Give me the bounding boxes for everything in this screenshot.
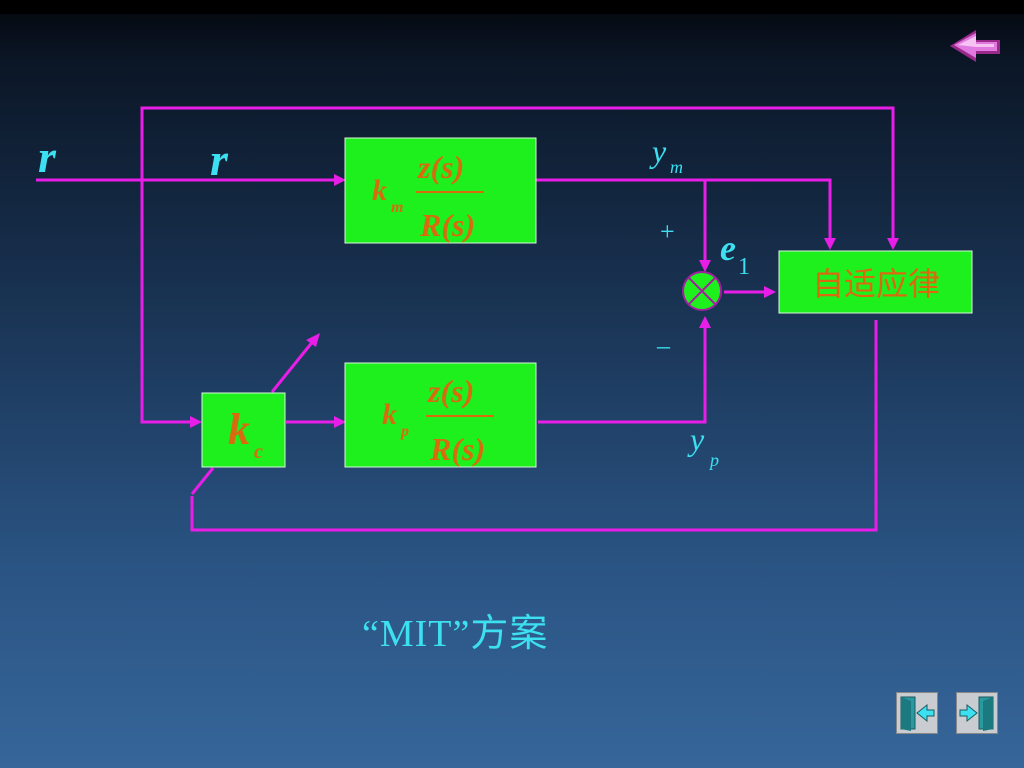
reference-model-gain-sub: m <box>391 199 403 216</box>
door-exit-left-icon <box>900 696 935 731</box>
top-bar <box>0 0 1024 14</box>
input-r-label: r <box>38 131 57 182</box>
yp-sub-label: p <box>708 450 719 470</box>
plant-denominator: R(s) <box>429 431 485 467</box>
ym-sub-label: m <box>670 157 683 177</box>
summing-junction-icon <box>682 271 722 311</box>
yp-label: y <box>687 421 705 457</box>
door-exit-right-icon <box>959 696 994 731</box>
adjustable-gain: k <box>228 405 250 454</box>
prev-slide-button[interactable] <box>896 692 938 734</box>
reference-model-denominator: R(s) <box>419 207 475 243</box>
diagram-caption: “MIT”方案 <box>362 613 549 655</box>
reference-model-gain: k <box>372 174 387 207</box>
plus-sign: + <box>660 217 675 246</box>
minus-sign: – <box>656 331 671 360</box>
plant-numerator: z(s) <box>427 373 474 409</box>
back-arrow-icon[interactable] <box>950 30 1000 62</box>
signal-wires <box>36 106 895 532</box>
plant-gain-sub: p <box>399 423 409 440</box>
reference-model-numerator: z(s) <box>417 149 464 185</box>
adaptation-law-label: 自适应律 <box>812 265 940 303</box>
ym-label: y <box>649 133 667 169</box>
model-input-r-label: r <box>210 134 229 185</box>
plant-gain: k <box>382 398 397 431</box>
adaptation-law-block: 自适应律 <box>778 250 973 314</box>
adjustable-gain-block: k c <box>201 392 286 468</box>
plant-block: k p z(s) R(s) <box>344 362 537 468</box>
adjustable-gain-sub: c <box>254 441 263 463</box>
error-e-sub-label: 1 <box>738 254 750 280</box>
arrow-heads <box>190 174 899 428</box>
next-slide-button[interactable] <box>956 692 998 734</box>
reference-model-block: k m z(s) R(s) <box>344 137 537 244</box>
error-e-label: e <box>720 228 736 268</box>
